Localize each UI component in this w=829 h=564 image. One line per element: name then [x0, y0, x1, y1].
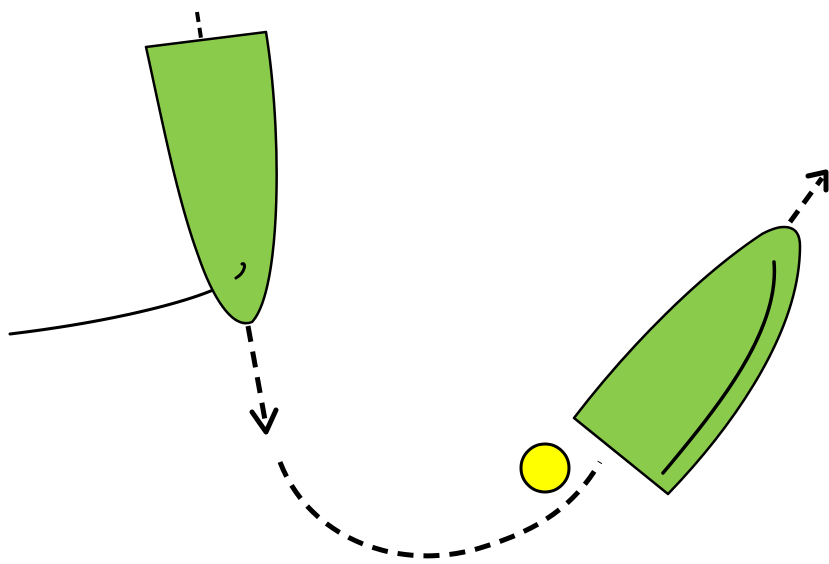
boat-top-left-hull	[144, 30, 278, 325]
boat-bottom-right-sail-line	[661, 260, 777, 475]
boat-top-left-inner-curve	[234, 262, 246, 280]
course-path-exit	[787, 176, 825, 224]
boat-top-left	[144, 11, 278, 325]
mark-buoy	[519, 442, 571, 494]
course-arrowhead-up-right	[805, 169, 829, 193]
course-arrowhead-down	[249, 407, 279, 435]
course-path-segment-1	[245, 325, 268, 421]
course-path-arc	[277, 460, 603, 559]
incoming-track-line	[8, 276, 238, 336]
boat-bottom-right	[572, 225, 802, 496]
boat-bottom-right-hull	[572, 225, 802, 496]
boat-top-left-mast-line	[195, 11, 203, 39]
